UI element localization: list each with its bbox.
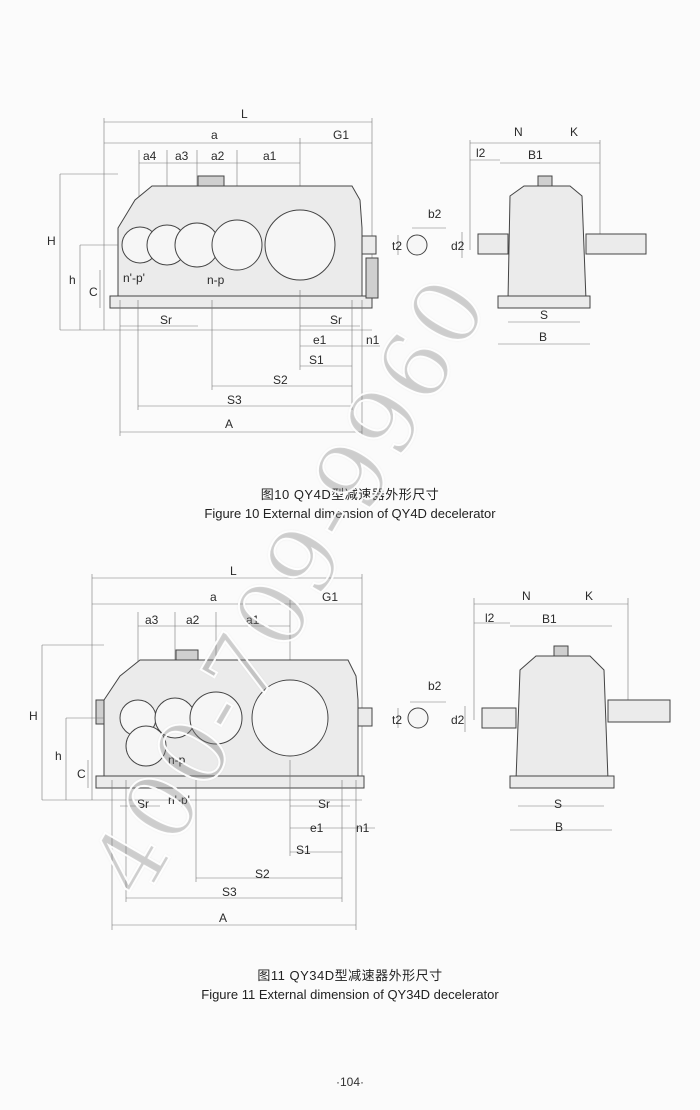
fig10-label-a1: a1: [263, 149, 277, 163]
fig10-label-A: A: [225, 417, 233, 431]
fig11-label-S1: S1: [296, 843, 311, 857]
fig10-output-shaft: [361, 235, 377, 255]
fig11-base-plate: [95, 775, 365, 789]
fig10-vent-cap: [197, 175, 225, 187]
fig10-side-vent: [537, 175, 553, 187]
fig10-label-l2: l2: [476, 146, 486, 160]
fig10-label-Sr-left: Sr: [160, 313, 172, 327]
fig11-label-l2: l2: [485, 611, 495, 625]
fig11-input-flange: [95, 699, 105, 725]
fig11-label-G1: G1: [322, 590, 338, 604]
fig11-caption-zh: 图11 QY34D型减速器外形尺寸: [257, 968, 443, 983]
fig10-label-S3: S3: [227, 393, 242, 407]
fig10-label-C: C: [89, 285, 98, 299]
fig11-label-S3: S3: [222, 885, 237, 899]
fig10-label-d2: d2: [451, 239, 465, 253]
fig11-label-a1: a1: [246, 613, 260, 627]
fig11-label-a3: a3: [145, 613, 159, 627]
fig10-label-t2: t2: [392, 239, 402, 253]
fig10-label-N: N: [514, 125, 523, 139]
fig10-label-n1: n1: [366, 333, 380, 347]
fig10-label-Sr-right: Sr: [330, 313, 342, 327]
fig10-label-np: n-p: [207, 273, 225, 287]
fig11-label-K: K: [585, 589, 593, 603]
fig11-label-Sr-left: Sr: [137, 797, 149, 811]
fig11-label-np-prime: n'-p': [168, 793, 190, 807]
page-number: ·104·: [335, 1075, 364, 1089]
fig11-vent-cap: [175, 649, 199, 661]
fig10-label-a3: a3: [175, 149, 189, 163]
fig11-label-Sr-right: Sr: [318, 797, 330, 811]
fig11-label-t2: t2: [392, 713, 402, 727]
fig11-label-L: L: [230, 564, 237, 578]
fig11-label-N: N: [522, 589, 531, 603]
fig10-label-H: H: [47, 234, 56, 248]
fig11-label-B1: B1: [542, 612, 557, 626]
fig11-gear-1a: [189, 691, 243, 745]
fig11-caption-en: Figure 11 External dimension of QY34D de…: [201, 987, 499, 1002]
fig10-input-shaft: [477, 233, 509, 255]
fig11-shaft-section: [407, 707, 429, 729]
fig11-label-d2: d2: [451, 713, 465, 727]
fig11-gear-1b: [251, 679, 329, 757]
fig10-label-S: S: [540, 308, 548, 322]
fig10-gear-1a: [211, 219, 263, 271]
fig11-side-base: [509, 775, 615, 789]
fig10-caption-zh: 图10 QY4D型减速器外形尺寸: [260, 487, 440, 502]
fig10-label-np-prime: n'-p': [123, 271, 145, 285]
fig11-output-shaft-side: [607, 699, 671, 723]
fig10-output-shaft-side: [585, 233, 647, 255]
fig10-label-a2: a2: [211, 149, 225, 163]
fig11-label-H: H: [29, 709, 38, 723]
fig11-gear-3b: [125, 725, 167, 767]
fig10-side-base: [497, 295, 591, 309]
fig11-side-vent: [553, 645, 569, 657]
fig10-label-K: K: [570, 125, 578, 139]
fig10-label-B: B: [539, 330, 547, 344]
fig10-label-S2: S2: [273, 373, 288, 387]
fig10-gear-1b: [264, 209, 336, 281]
fig11-input-shaft: [481, 707, 517, 729]
fig11-label-a2: a2: [186, 613, 200, 627]
fig10-label-h: h: [69, 273, 76, 287]
fig11-label-e1: e1: [310, 821, 324, 835]
fig10-label-b2: b2: [428, 207, 442, 221]
fig10-side-flange: [365, 257, 379, 299]
fig11-label-n1: n1: [356, 821, 370, 835]
fig11-label-b2: b2: [428, 679, 442, 693]
fig10-label-a: a: [211, 128, 218, 142]
fig10-label-L: L: [241, 107, 248, 121]
fig11-side-housing: [515, 655, 609, 781]
fig10-caption-en: Figure 10 External dimension of QY4D dec…: [204, 506, 496, 521]
fig10-shaft-section: [406, 234, 428, 256]
fig11-label-S: S: [554, 797, 562, 811]
fig11-label-B: B: [555, 820, 563, 834]
fig11-label-S2: S2: [255, 867, 270, 881]
fig10-label-a4: a4: [143, 149, 157, 163]
fig11-label-h: h: [55, 749, 62, 763]
fig10-label-B1: B1: [528, 148, 543, 162]
fig11-label-C: C: [77, 767, 86, 781]
fig11-output-shaft: [357, 707, 373, 727]
fig10-label-G1: G1: [333, 128, 349, 142]
fig10-label-S1: S1: [309, 353, 324, 367]
fig11-label-A: A: [219, 911, 227, 925]
fig10-label-e1: e1: [313, 333, 327, 347]
fig11-label-np: n-p: [168, 753, 186, 767]
fig10-base-plate: [109, 295, 373, 309]
fig11-label-a: a: [210, 590, 217, 604]
